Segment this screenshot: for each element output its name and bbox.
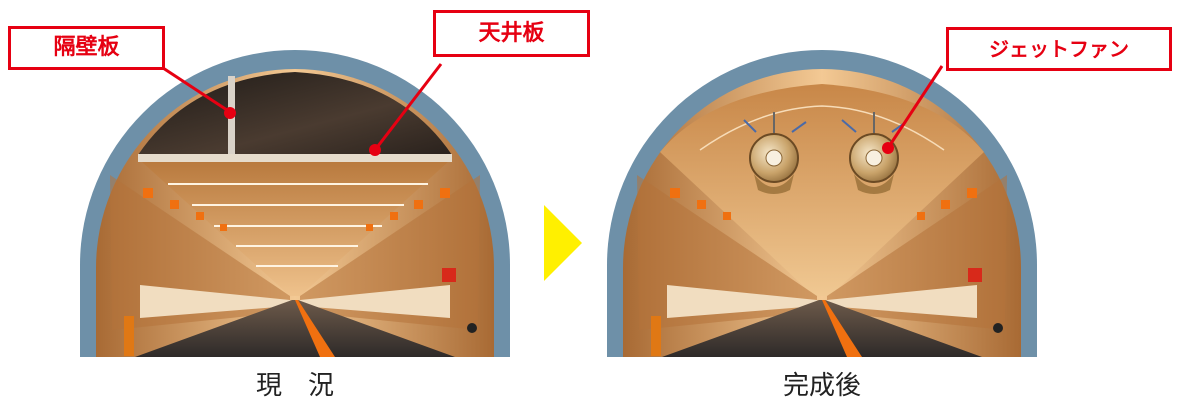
right-walkway xyxy=(827,285,977,318)
completed-tunnel xyxy=(607,50,1037,357)
drain-hole xyxy=(467,323,477,333)
current-caption: 現 況 xyxy=(255,371,334,401)
completed-caption: 完成後 xyxy=(782,371,861,401)
jetfan-leader-line xyxy=(886,65,944,149)
wall-lamps xyxy=(670,188,977,220)
lane-marking xyxy=(822,300,862,357)
ceiling-slab xyxy=(138,154,452,162)
road-surface xyxy=(662,300,982,357)
drain-hole xyxy=(993,323,1003,333)
red-sign xyxy=(442,268,456,282)
orange-post xyxy=(651,316,661,356)
ceiling-leader-dot xyxy=(369,144,381,156)
lane-marking xyxy=(295,300,335,357)
partition-leader-line xyxy=(162,66,231,114)
open-dome-ceiling xyxy=(660,84,984,296)
jetfan-leader-dot xyxy=(882,142,894,154)
red-sign xyxy=(968,268,982,282)
left-walkway xyxy=(667,285,817,318)
ceiling-underside xyxy=(142,162,448,296)
left-walkway xyxy=(140,285,290,318)
orange-post xyxy=(124,316,134,356)
play-triangle-icon xyxy=(544,205,582,281)
partition-label: 隔壁板 xyxy=(8,26,165,70)
ventilation-duct xyxy=(138,72,452,155)
wall-lamps xyxy=(143,188,450,231)
right-walkway xyxy=(300,285,450,318)
jetfan-left xyxy=(743,112,807,194)
ceiling-light-lines xyxy=(168,183,428,267)
ceiling-leader-line xyxy=(373,63,443,151)
current-tunnel xyxy=(80,50,510,357)
ceiling-label: 天井板 xyxy=(433,10,590,57)
partition-leader-dot xyxy=(224,107,236,119)
road-surface xyxy=(135,300,455,357)
jetfan-label: ジェットファン xyxy=(946,27,1172,71)
dome-arc-line xyxy=(699,105,945,151)
